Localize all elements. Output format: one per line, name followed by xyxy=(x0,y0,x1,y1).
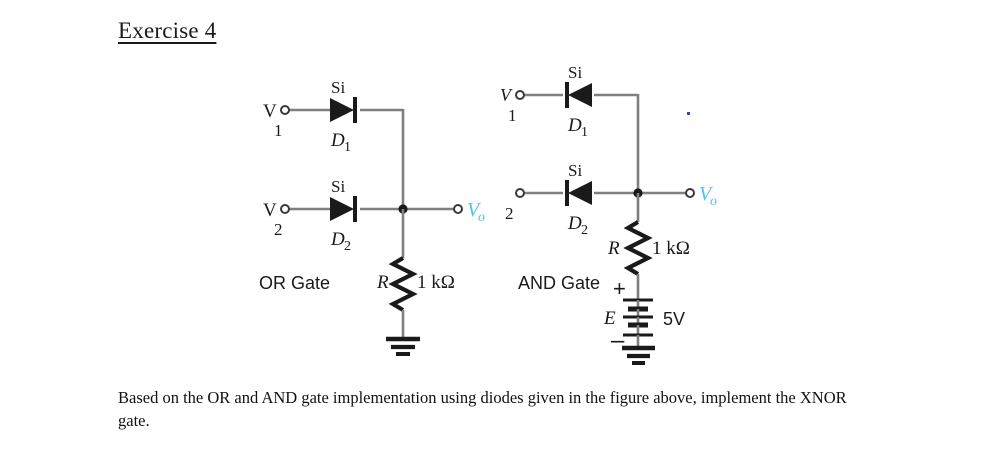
and-battery-symbol xyxy=(623,298,653,337)
or-output-terminal xyxy=(453,204,463,214)
and-input-2-terminal xyxy=(515,188,525,198)
and-diode-d1-triangle xyxy=(568,83,592,107)
and-input-2-subscript: 2 xyxy=(505,204,514,223)
or-ground-symbol xyxy=(386,336,420,356)
and-battery-value: 5V xyxy=(663,309,685,329)
and-gate-caption: AND Gate xyxy=(518,273,600,293)
or-diode-d2-label: D xyxy=(330,229,345,250)
and-diode-d2-triangle xyxy=(568,181,592,205)
and-battery-minus-sign: – xyxy=(611,327,625,354)
or-input-1-prefix: V xyxy=(263,101,277,122)
and-input-1-terminal xyxy=(515,90,525,100)
or-output-label: V xyxy=(467,199,482,221)
and-gate-circuit: V 1 2 Si D 1 Si D 2 V o R 1 kΩ AND Gate … xyxy=(500,63,717,365)
and-diode-d2-subscript: 2 xyxy=(581,223,588,238)
or-diode-d1-subscript: 1 xyxy=(344,140,351,155)
or-resistor-symbol: R xyxy=(376,272,389,293)
and-diode-d1-label: D xyxy=(567,115,582,136)
or-input-1-terminal xyxy=(280,105,290,115)
or-diode-d2-triangle xyxy=(330,197,354,221)
and-output-subscript: o xyxy=(710,194,717,209)
and-input-1-subscript: 1 xyxy=(508,106,517,125)
and-diode-d1-subscript: 1 xyxy=(581,125,588,140)
or-input-2-prefix: V xyxy=(263,200,277,221)
and-output-label: V xyxy=(699,183,714,205)
or-gate-circuit: V 1 V 2 Si D 1 Si D 2 V o R 1 kΩ OR Gate xyxy=(259,78,485,356)
exercise-prompt: Based on the OR and AND gate implementat… xyxy=(118,388,847,431)
and-input-1-prefix: V xyxy=(500,85,513,105)
and-diode-d2-material: Si xyxy=(568,161,582,180)
or-input-1-subscript: 1 xyxy=(274,121,283,140)
or-diode-d1-triangle xyxy=(330,98,354,122)
or-output-subscript: o xyxy=(478,210,485,225)
and-battery-symbol-label: E xyxy=(603,308,616,329)
scan-artifact-dot xyxy=(687,112,690,115)
and-resistor-value: 1 kΩ xyxy=(652,238,690,259)
or-resistor-value: 1 kΩ xyxy=(417,272,455,293)
or-diode-d2-subscript: 2 xyxy=(344,239,351,254)
or-diode-d2-material: Si xyxy=(331,177,345,196)
or-gate-caption: OR Gate xyxy=(259,273,330,293)
page-title: Exercise 4 xyxy=(118,18,217,43)
or-input-2-subscript: 2 xyxy=(274,220,283,239)
and-resistor-symbol: R xyxy=(607,238,620,259)
and-diode-d1-material: Si xyxy=(568,63,582,82)
and-ground-symbol xyxy=(622,345,655,365)
or-diode-d1-label: D xyxy=(330,130,345,151)
and-battery-plus-sign: + xyxy=(613,276,626,301)
or-resistor-zigzag xyxy=(388,256,418,312)
circuit-figure: V 1 V 2 Si D 1 Si D 2 V o R 1 kΩ OR Gate xyxy=(259,63,717,365)
and-diode-d2-label: D xyxy=(567,213,582,234)
and-resistor-zigzag xyxy=(623,220,653,276)
or-diode-d1-material: Si xyxy=(331,78,345,97)
or-input-2-terminal xyxy=(280,204,290,214)
and-output-terminal xyxy=(685,188,695,198)
